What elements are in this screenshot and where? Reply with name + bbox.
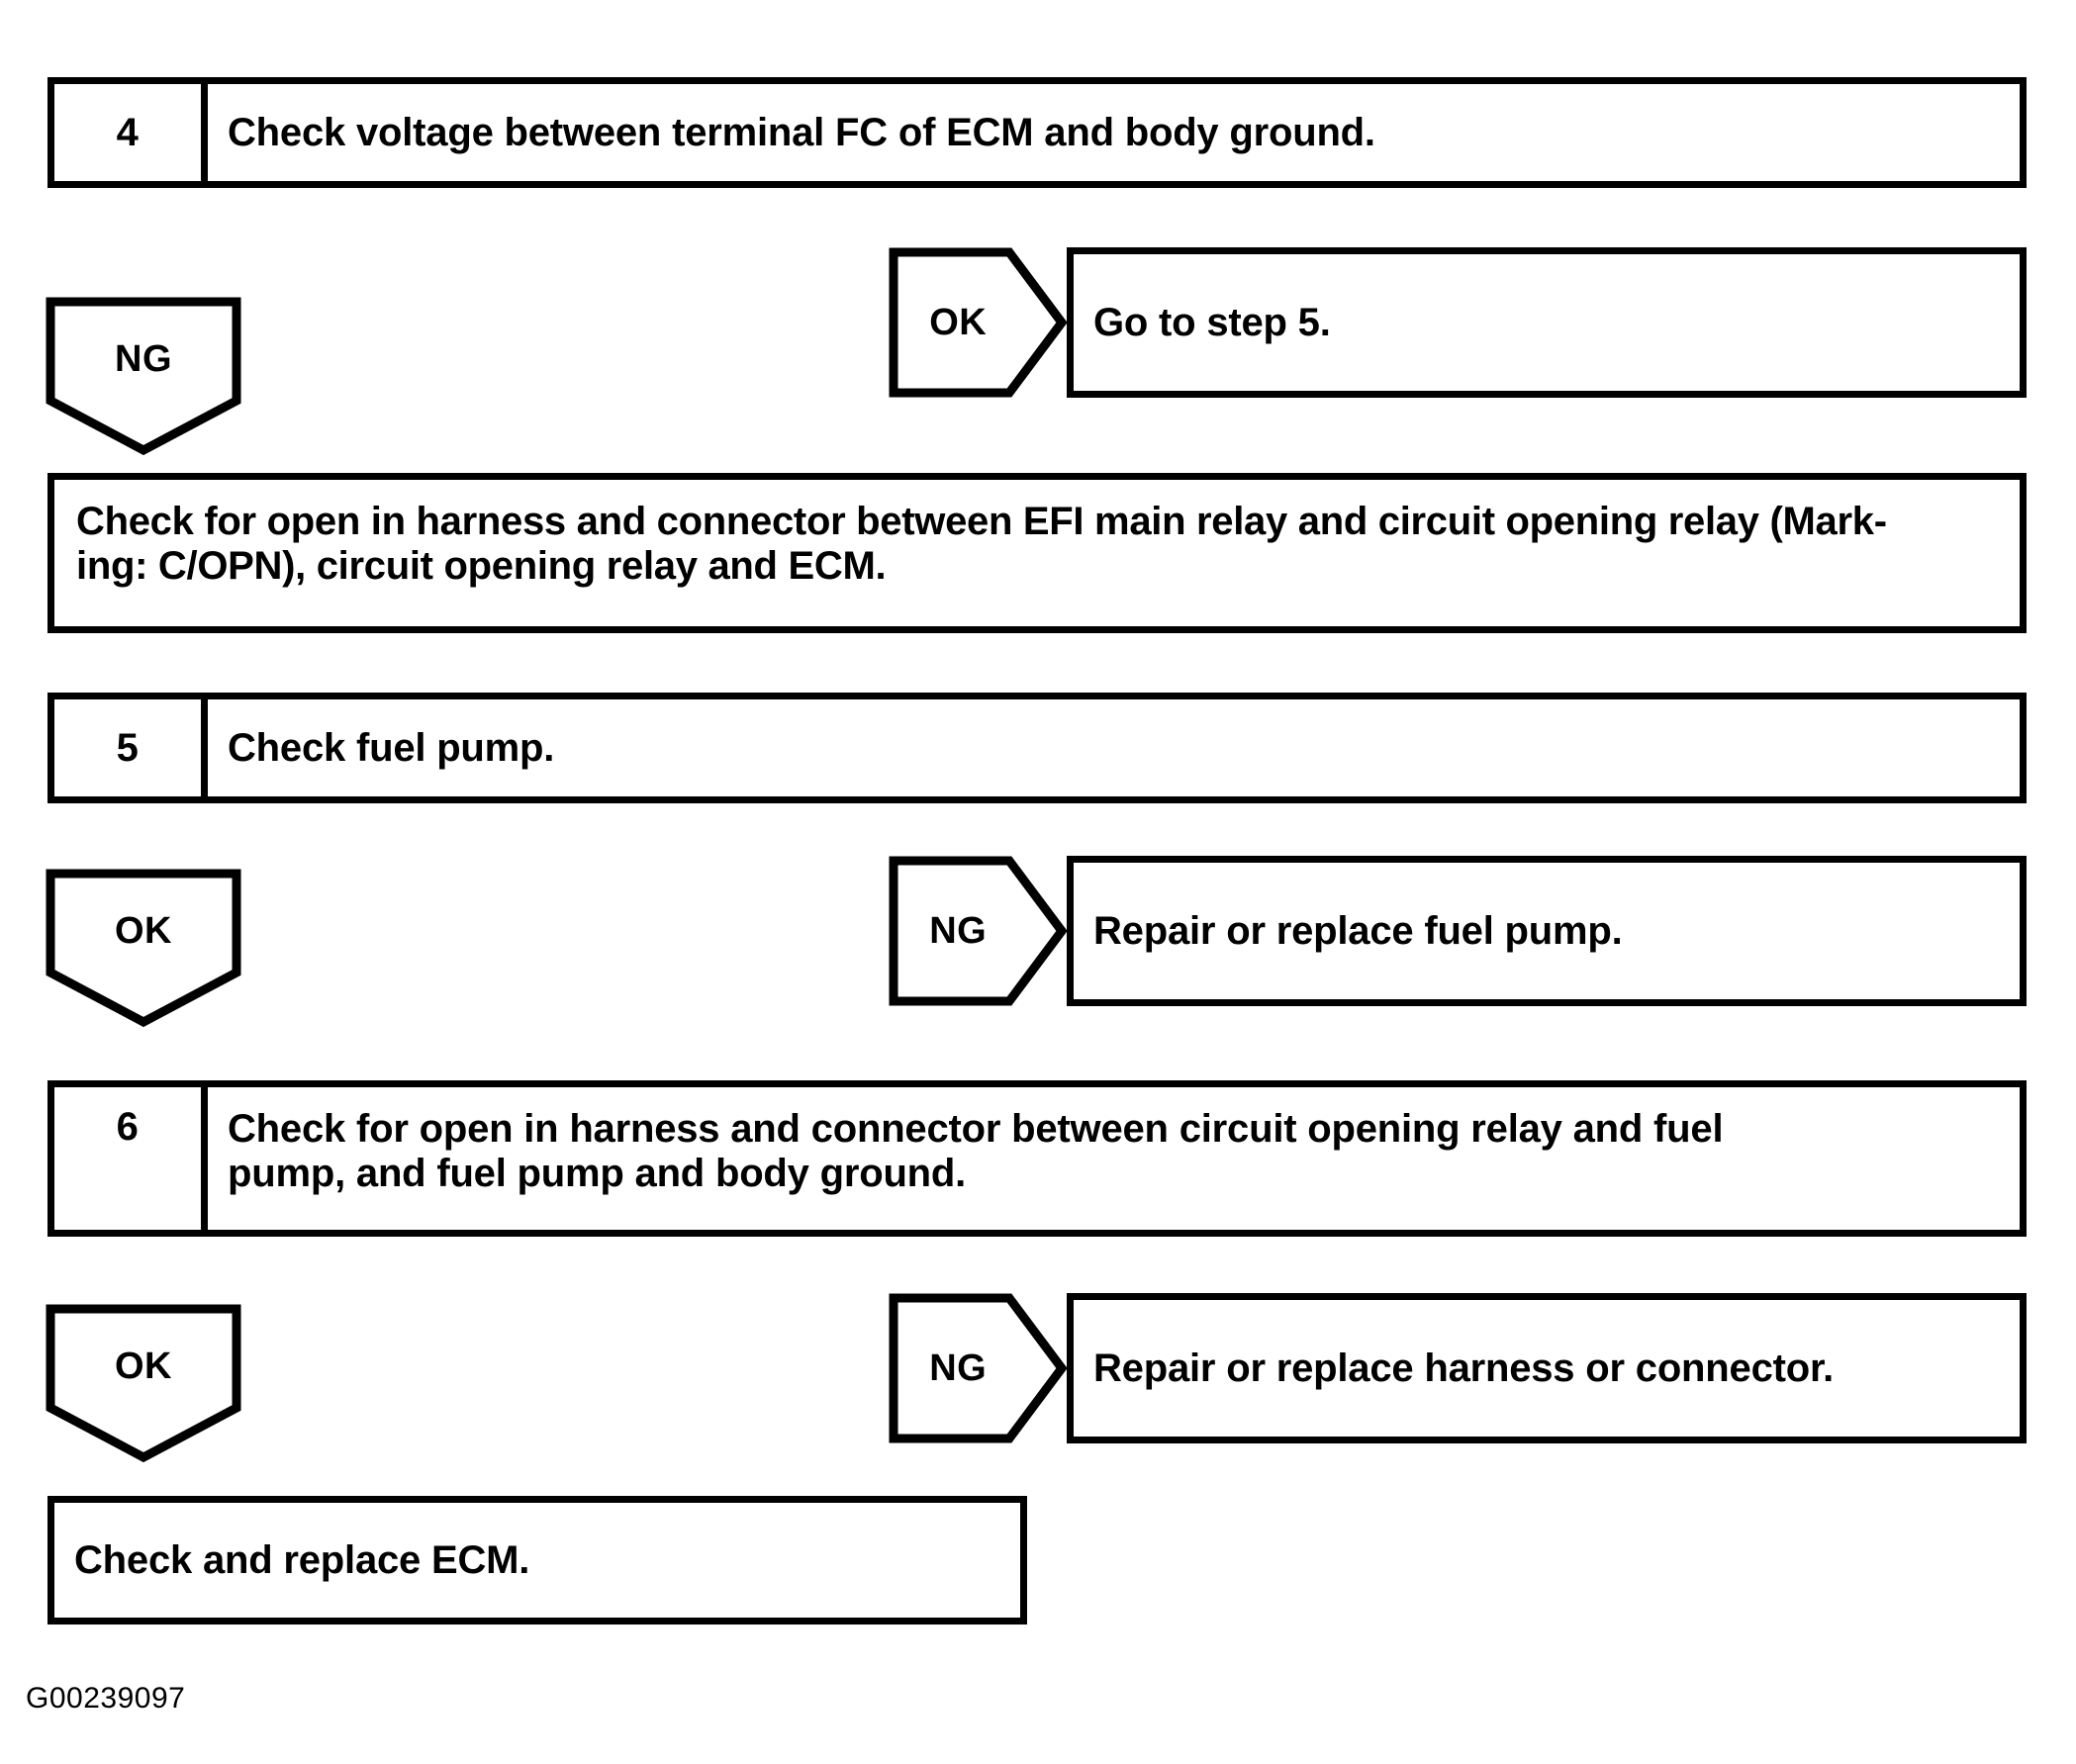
- result-box-repair-replace-fuel-pump: Repair or replace fuel pump.: [1067, 856, 2027, 1006]
- branch-label-ng-step6: NG: [929, 1346, 988, 1389]
- action-line-2: ing: C/OPN), circuit opening relay and E…: [76, 543, 887, 588]
- result-text-go-to-step-5: Go to step 5.: [1093, 300, 1331, 344]
- branch-label-ok-step4: OK: [929, 301, 988, 343]
- branch-arrow-ng-step6: NG: [889, 1293, 1067, 1443]
- action-text-check-replace-ecm: Check and replace ECM.: [74, 1537, 530, 1582]
- branch-label-ok-step6: OK: [115, 1346, 172, 1387]
- branch-arrow-ng-step4: NG: [46, 297, 241, 455]
- result-box-go-to-step-5: Go to step 5.: [1067, 247, 2027, 398]
- step-box-5: 5 Check fuel pump.: [47, 693, 2027, 803]
- step-description-5: Check fuel pump.: [228, 725, 555, 770]
- branch-label-ng-step5: NG: [929, 909, 988, 952]
- result-text-repair-replace-harness: Repair or replace harness or connector.: [1093, 1346, 1835, 1390]
- branch-label-ng-step4: NG: [115, 338, 172, 380]
- step-number-5: 5: [54, 699, 208, 796]
- step-description-6: Check for open in harness and connector …: [208, 1087, 2020, 1230]
- step-6-line-2: pump, and fuel pump and body ground.: [228, 1151, 967, 1195]
- branch-arrow-ng-step5: NG: [889, 856, 1067, 1006]
- branch-arrow-ok-step4: OK: [889, 247, 1067, 398]
- step-6-line-1: Check for open in harness and connector …: [228, 1107, 1724, 1151]
- action-box-check-open-efi-relay: Check for open in harness and connector …: [47, 473, 2027, 633]
- action-box-check-replace-ecm: Check and replace ECM.: [47, 1496, 1027, 1625]
- result-box-repair-replace-harness: Repair or replace harness or connector.: [1067, 1293, 2027, 1443]
- branch-arrow-ok-step6: OK: [46, 1304, 241, 1462]
- figure-id-label: G00239097: [26, 1682, 186, 1715]
- step-description-4: Check voltage between terminal FC of ECM…: [228, 110, 1375, 154]
- branch-arrow-ok-step5: OK: [46, 869, 241, 1027]
- step-box-4: 4 Check voltage between terminal FC of E…: [47, 77, 2027, 188]
- branch-label-ok-step5: OK: [115, 910, 172, 952]
- result-text-repair-replace-fuel-pump: Repair or replace fuel pump.: [1093, 908, 1623, 953]
- step-number-6: 6: [54, 1087, 208, 1230]
- action-line-1: Check for open in harness and connector …: [76, 500, 1887, 543]
- step-number-4: 4: [54, 84, 208, 181]
- step-box-6: 6 Check for open in harness and connecto…: [47, 1080, 2027, 1237]
